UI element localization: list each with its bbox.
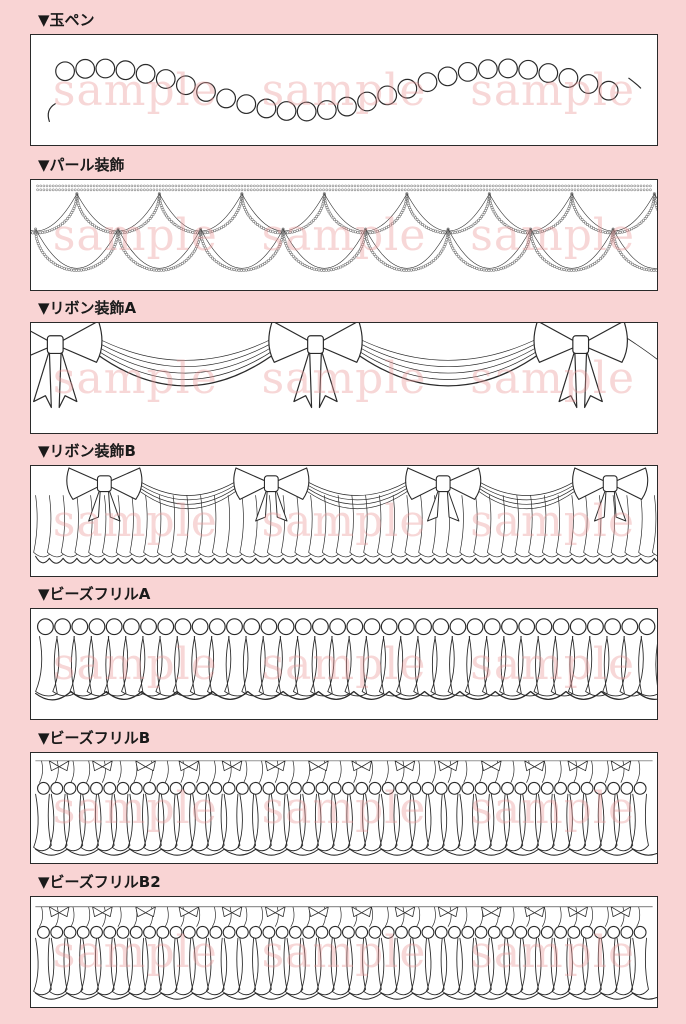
- bead-pen-stroke: [47, 58, 642, 123]
- section-label: ▼リボン装飾A: [38, 299, 137, 317]
- pearl-garland-stroke: [31, 184, 657, 272]
- bead-frill-stroke: [35, 618, 657, 701]
- bead-frill-b-stroke: [33, 760, 657, 856]
- section-label: ▼ビーズフリルB: [38, 729, 151, 747]
- ribbon-frill-stroke: [33, 467, 657, 564]
- section-label: ▼ビーズフリルA: [38, 585, 151, 603]
- section-label: ▼パール装飾: [38, 156, 125, 174]
- section-label: ▼ビーズフリルB2: [38, 873, 161, 891]
- section-label: ▼玉ペン: [38, 11, 95, 29]
- section-label: ▼リボン装飾B: [38, 442, 136, 460]
- ribbon-swag-stroke: [31, 323, 657, 409]
- bead-frill-b2-stroke: [33, 906, 657, 1000]
